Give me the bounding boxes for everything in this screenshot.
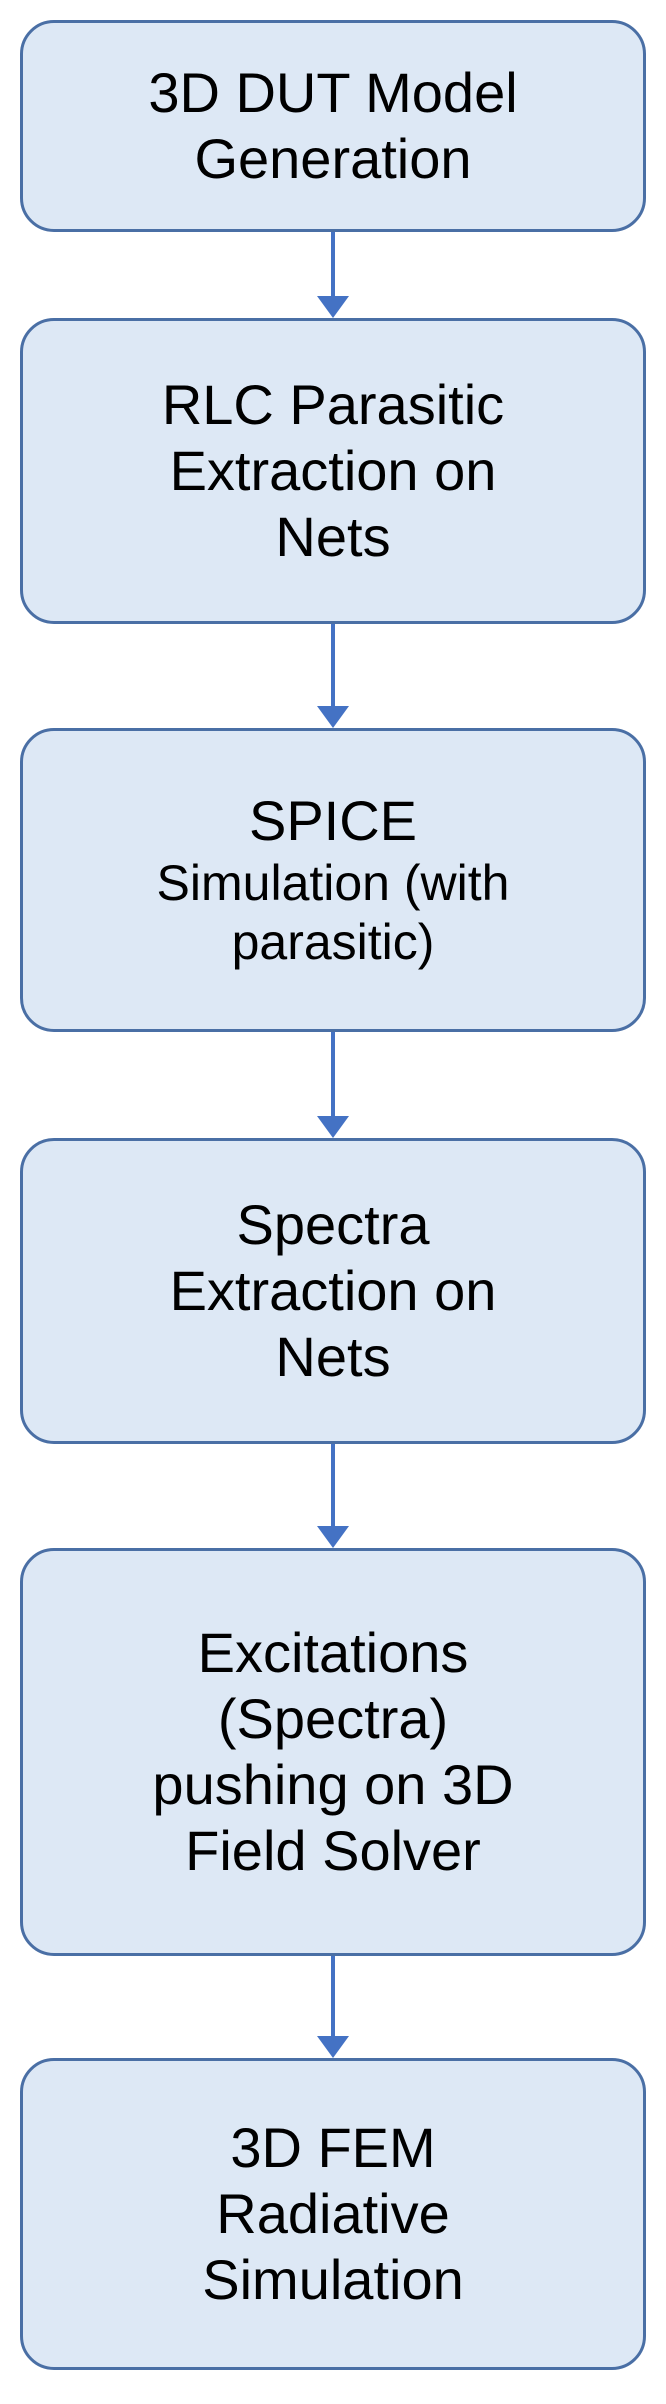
step-text-line: Nets: [275, 505, 391, 569]
step-text-line: Nets: [275, 1325, 391, 1389]
step-text-line: Excitations: [197, 1620, 469, 1684]
arrow-down-icon: [317, 624, 349, 728]
step-rlc-parasitic-extraction: RLC Parasitic Extraction on Nets: [20, 318, 646, 624]
step-text-line: SPICE: [248, 788, 418, 852]
step-text-line: Extraction on: [169, 1258, 497, 1322]
step-excitations-pushing: Excitations (Spectra) pushing on 3D Fiel…: [20, 1548, 646, 1956]
step-text-line: 3D FEM: [230, 2115, 436, 2179]
arrow-down-icon: [317, 1444, 349, 1548]
step-text-line: RLC Parasitic: [161, 372, 505, 436]
step-text-line: parasitic): [231, 914, 435, 971]
step-text-line: Spectra: [236, 1192, 430, 1256]
arrow-down-icon: [317, 1956, 349, 2058]
step-text-line: pushing on 3D: [152, 1753, 514, 1816]
step-text-line: Simulation: [202, 2248, 464, 2312]
step-3d-dut-model-generation: 3D DUT Model Generation: [20, 20, 646, 232]
step-text-line: Field Solver: [185, 1819, 481, 1883]
step-text-line: (Spectra): [217, 1686, 449, 1750]
step-spectra-extraction: Spectra Extraction on Nets: [20, 1138, 646, 1444]
arrow-down-icon: [317, 1032, 349, 1138]
step-text-line: Generation: [194, 127, 472, 190]
step-spice-simulation: SPICE Simulation (with parasitic): [20, 728, 646, 1032]
step-3d-fem-radiative-simulation: 3D FEM Radiative Simulation: [20, 2058, 646, 2370]
step-text-line: Simulation (with: [156, 855, 510, 912]
step-text-line: Extraction on: [169, 438, 497, 502]
arrow-down-icon: [317, 232, 349, 318]
step-text-line: 3D DUT Model: [148, 60, 518, 124]
step-text-line: Radiative: [216, 2181, 450, 2245]
